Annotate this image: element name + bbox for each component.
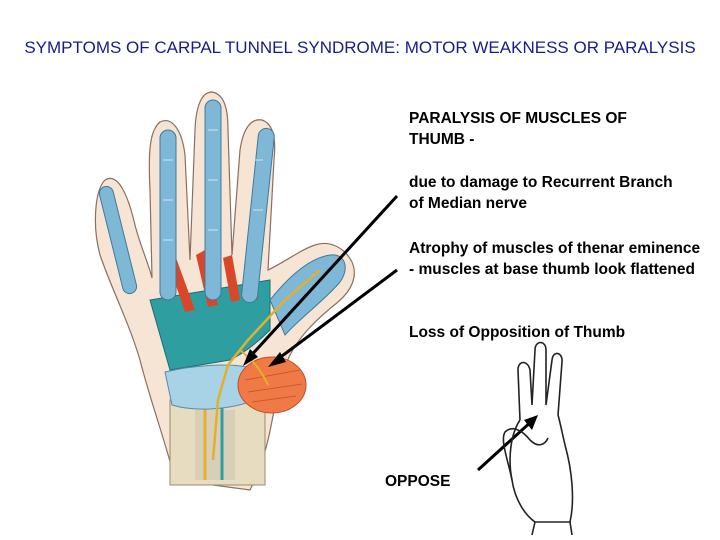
atrophy-text: Atrophy of muscles of thenar eminence - … [409,240,701,278]
hand-illustration [94,91,355,491]
arrowhead-3 [524,415,538,430]
recurrent-branch [239,349,269,386]
median-nerve [211,269,321,461]
arrow-thenar-eminence [273,268,398,364]
cause-text: due to damage to Recurrent Branch of Med… [409,174,673,212]
palm-aponeurosis [149,279,271,371]
arrow-oppose [476,418,535,472]
lumbrical-muscles [168,250,258,312]
finger-tendons [98,99,275,304]
paralysis-heading: PARALYSIS OF MUSCLES OF THUMB - [409,110,627,148]
index-tendon [98,185,138,295]
sketch-thumb [502,428,549,481]
opposition-loss-text: Loss of Opposition of Thumb [409,324,626,341]
ring-tendon [204,99,222,301]
oppose-label: OPPOSE [385,473,451,490]
middle-tendon [159,129,177,301]
thenar-eminence [237,356,307,414]
little-tendon [241,127,275,304]
sketch-wrist [531,521,573,536]
arrowhead-2 [268,352,286,367]
opposition-hand-sketch [502,341,574,536]
thenar-fibers [244,369,303,403]
pointer-arrows [243,194,538,472]
tendon-striations [163,129,263,241]
arrow-recurrent-branch [245,194,399,362]
sketch-fingers [517,341,563,421]
slide-title: SYMPTOMS OF CARPAL TUNNEL SYNDROME: MOTO… [24,38,696,57]
arrowhead-1 [243,349,258,366]
